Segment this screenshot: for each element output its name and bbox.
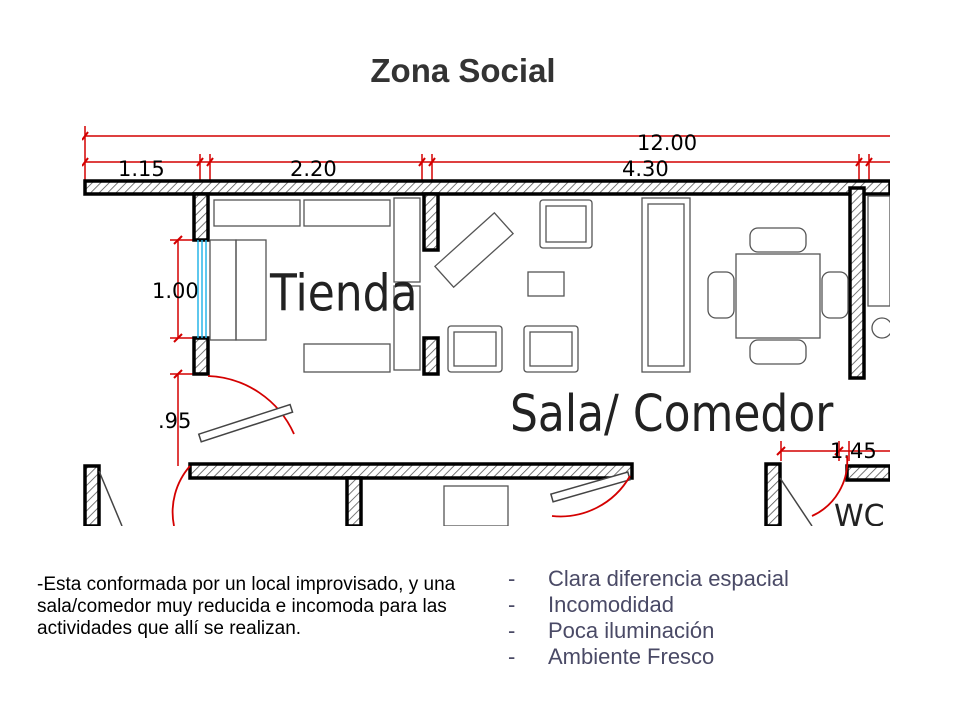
wall-bottom-left [83, 464, 101, 526]
slide-title: Zona Social [370, 52, 556, 89]
bullet-marker: - [508, 618, 516, 643]
bullet-marker: - [508, 592, 516, 617]
bullet-text: Clara diferencia espacial [548, 566, 789, 591]
pier-left-bottom [192, 336, 210, 376]
description-text: -Esta conformada por un local improvisad… [37, 574, 456, 639]
bullet-item: - Incomodidad [508, 592, 789, 618]
top-wall [83, 179, 890, 196]
furniture [209, 195, 890, 526]
bullet-marker: - [508, 566, 516, 591]
dimension-1-15: 1.15 [118, 157, 165, 181]
room-label-tienda: Tienda [269, 264, 418, 323]
window [197, 240, 207, 338]
wall-bottom-right-v [764, 462, 782, 526]
bottom-wall [188, 462, 634, 480]
bullet-text: Incomodidad [548, 592, 674, 617]
bullet-marker: - [508, 644, 516, 669]
dimension-4-30: 4.30 [622, 157, 669, 181]
bullet-text: Ambiente Fresco [548, 644, 715, 669]
doors [98, 375, 849, 526]
dimension-ticks [82, 131, 873, 456]
room-label-sala-comedor: Sala/ Comedor [510, 385, 834, 444]
bullet-item: - Poca iluminación [508, 618, 789, 644]
dimension-2-20: 2.20 [290, 157, 337, 181]
dimension-1-45: 1.45 [830, 439, 877, 463]
pier-middle-top [422, 192, 440, 252]
wall-bottom-right-h [845, 464, 890, 482]
wall-bottom-mid [345, 476, 363, 526]
room-label-wc: WC [834, 499, 885, 526]
bullet-item: - Ambiente Fresco [508, 644, 789, 670]
dimension-0-95: .95 [158, 409, 191, 433]
pier-left-top [192, 192, 210, 242]
floor-plan: 12.00 1.15 2.20 4.30 1.00 .95 1.45 [82, 116, 890, 526]
bullet-item: - Clara diferencia espacial [508, 566, 789, 592]
wall-right [848, 186, 866, 380]
dimension-1-00: 1.00 [152, 279, 199, 303]
pier-middle-bottom [422, 336, 440, 376]
bullet-list: -Clara diferencia espacial -Incomodidad … [508, 566, 789, 670]
floor-plan-drawing: 12.00 1.15 2.20 4.30 1.00 .95 1.45 [82, 126, 890, 526]
bullet-text: Poca iluminación [548, 618, 715, 643]
dimension-12-00: 12.00 [637, 131, 697, 155]
